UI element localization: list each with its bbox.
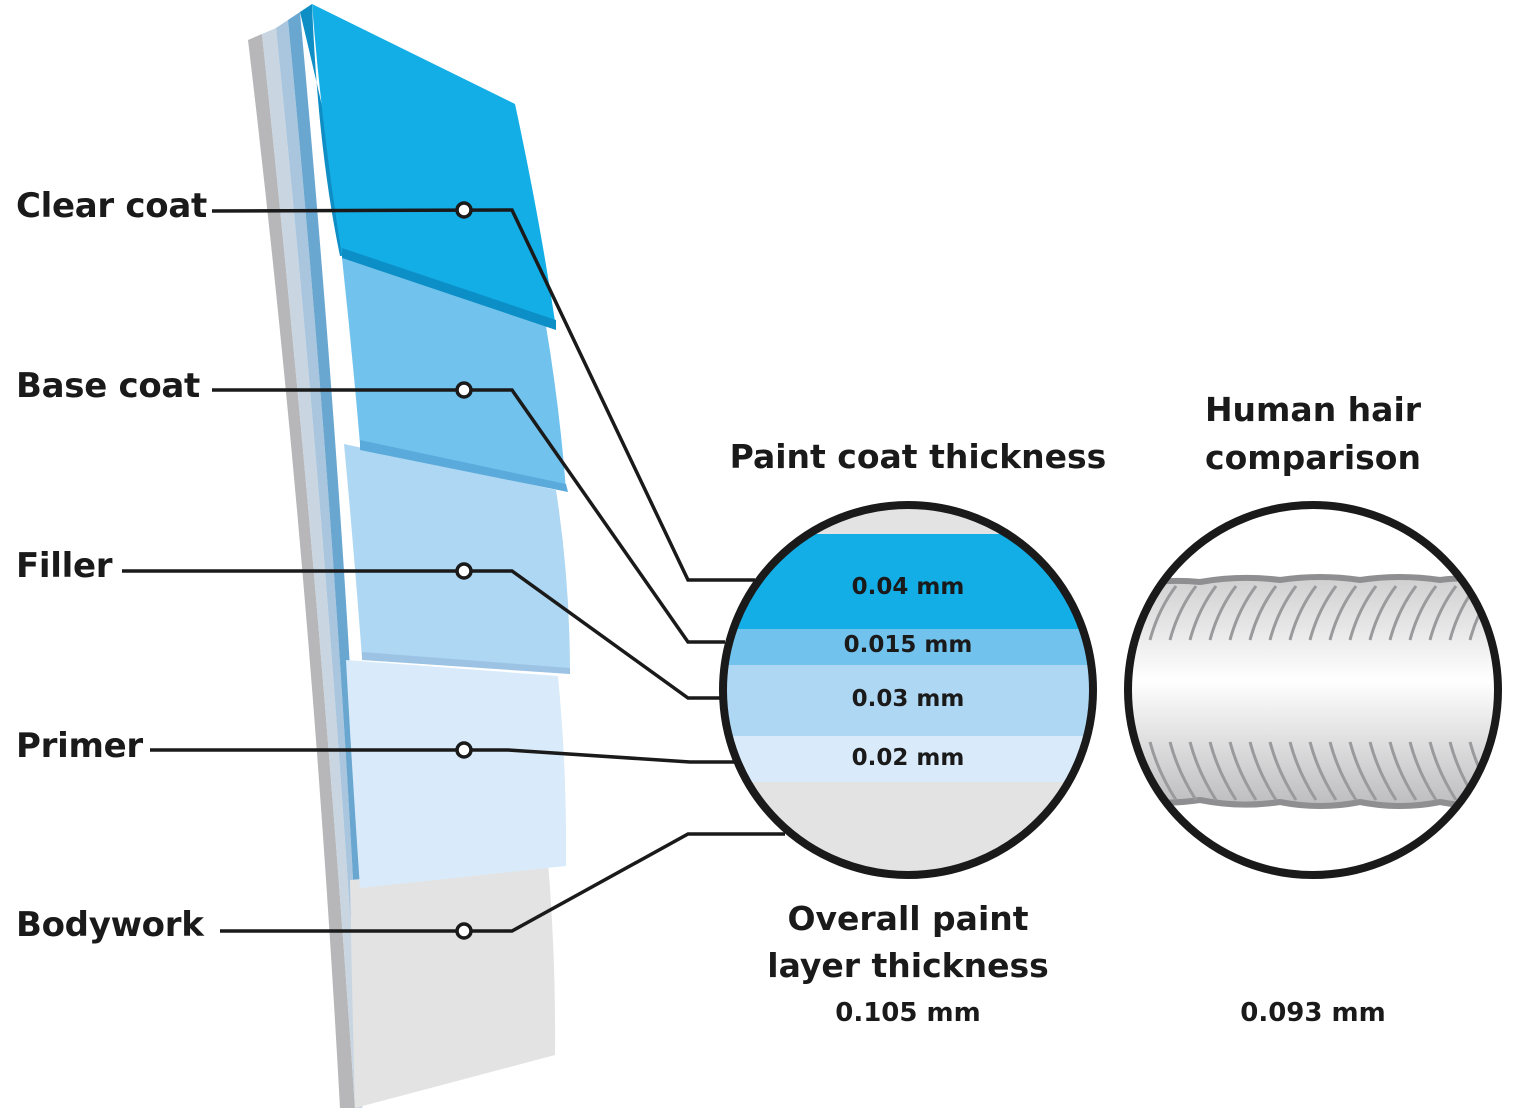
hair-scale [1368, 741, 1398, 801]
dot-base-coat [455, 381, 473, 399]
hair-scale [1268, 585, 1298, 641]
hair-strand [1130, 574, 1496, 809]
hair-value: 0.093 mm [1240, 998, 1386, 1028]
hair-scale [1348, 741, 1378, 801]
hair-scale [1208, 585, 1238, 641]
circle-basecoat-band [725, 629, 1091, 665]
hair-heading-line2: comparison [1205, 438, 1421, 477]
hair-scale [1228, 585, 1258, 641]
basecoat-shadow [360, 440, 568, 492]
overall-label-line2: layer thickness [767, 946, 1049, 985]
value-primer: 0.02 mm [851, 745, 965, 771]
label-primer: Primer [16, 726, 143, 766]
hair-comparison-circle [1124, 501, 1502, 879]
primer-layer [346, 660, 567, 888]
leader-lines [122, 208, 785, 933]
circle-primer-band [725, 736, 1091, 782]
label-base-coat: Base coat [16, 366, 201, 406]
overall-label-line1: Overall paint [787, 899, 1029, 938]
hair-scale [1388, 585, 1418, 641]
clearcoat-layer [312, 4, 556, 328]
hair-heading-line1: Human hair [1204, 390, 1422, 429]
dot-filler [455, 562, 473, 580]
dot-primer [455, 741, 473, 759]
hair-scale [1428, 741, 1458, 801]
primer-edge [262, 28, 362, 1108]
hair-scale [1168, 585, 1198, 641]
hair-scale [1428, 585, 1458, 641]
hair-scale [1488, 741, 1496, 801]
hair-scale [1188, 585, 1218, 641]
dot-clear-coat [455, 201, 473, 219]
value-filler: 0.03 mm [851, 686, 965, 712]
hair-scale [1148, 585, 1178, 641]
filler-layer [344, 444, 570, 674]
hair-scale [1288, 741, 1318, 801]
hair-scale [1268, 741, 1298, 801]
hair-scale [1328, 741, 1358, 801]
layered-panel [248, 4, 570, 1108]
hair-scale [1168, 741, 1198, 801]
leader-base-coat [212, 388, 725, 644]
hair-scale [1488, 585, 1496, 641]
bodywork-edge [248, 34, 355, 1108]
leader-filler [122, 569, 722, 700]
hair-scale [1248, 585, 1278, 641]
hair-scale [1308, 585, 1338, 641]
leader-primer [150, 748, 735, 764]
label-filler: Filler [16, 546, 113, 586]
overall-value: 0.105 mm [835, 998, 981, 1028]
hair-scale [1208, 741, 1238, 801]
hair-scale [1348, 585, 1378, 641]
leader-bodywork [220, 832, 785, 933]
clearcoat-shadow [342, 248, 556, 330]
hair-scale [1308, 741, 1338, 801]
circle-filler-band [725, 665, 1091, 736]
hair-scale [1368, 585, 1398, 641]
dot-bodywork [455, 922, 473, 940]
label-bodywork: Bodywork [16, 905, 204, 945]
filler-shadow [362, 652, 570, 674]
hair-scale [1188, 741, 1218, 801]
hair-scale [1288, 585, 1318, 641]
hair-scale [1328, 585, 1358, 641]
hair-scale [1148, 741, 1178, 801]
hair-scale [1408, 741, 1438, 801]
bodywork-layer [350, 862, 556, 1108]
hair-scale [1248, 741, 1278, 801]
paint-heading: Paint coat thickness [729, 437, 1107, 476]
hair-scale [1228, 741, 1258, 801]
label-clear-coat: Clear coat [16, 186, 207, 226]
hair-scale [1388, 741, 1418, 801]
paint-thickness-circle [719, 501, 1097, 879]
value-base-coat: 0.015 mm [843, 632, 973, 658]
value-clear-coat: 0.04 mm [851, 574, 965, 600]
leader-clear-coat [211, 208, 755, 582]
hair-scale [1408, 585, 1438, 641]
leader-dots [455, 201, 473, 940]
basecoat-layer [342, 258, 566, 490]
